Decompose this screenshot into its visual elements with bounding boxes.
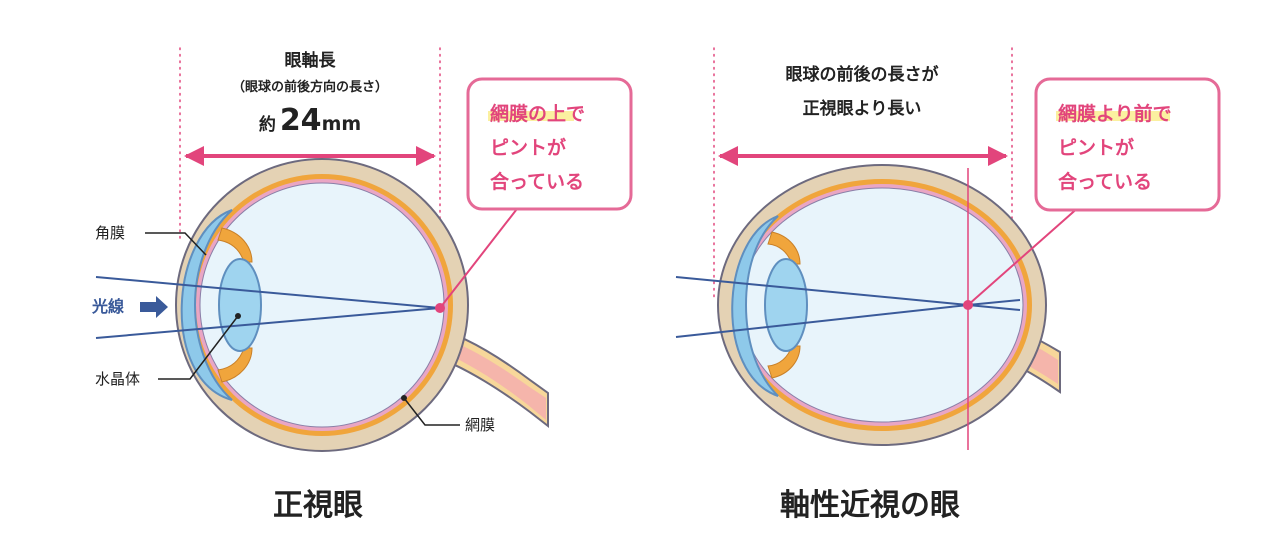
axial-unit: mm: [322, 113, 362, 135]
retina-leader: [403, 397, 460, 426]
axial-myopia-eye-panel: 眼球の前後の長さが 正視眼より長い 網膜より前で ピントが 合っている 軸性近視…: [675, 47, 1221, 523]
cornea-leader: [145, 232, 207, 256]
left-ray-top: [95, 276, 441, 309]
axial-number: 24: [280, 103, 322, 138]
right-title-line2: 正視眼より長い: [803, 98, 922, 119]
right-callout-line3: 合っている: [1058, 170, 1152, 193]
left-cornea: [180, 209, 233, 401]
right-callout-pointer: [967, 205, 1081, 306]
left-callout-line1: 網膜の上で: [490, 102, 585, 125]
label-cornea: 角膜: [95, 224, 125, 242]
left-callout-pointer: [439, 204, 521, 309]
right-lens: [764, 258, 808, 352]
right-callout-highlight: [1056, 111, 1170, 121]
left-ray-bottom: [95, 307, 441, 339]
right-eyeball: [675, 164, 1061, 450]
right-title-line1: 眼球の前後の長さが: [786, 64, 939, 85]
label-lens: 水晶体: [95, 370, 140, 388]
left-callout-line3: 合っている: [490, 170, 584, 193]
lens-leader: [158, 315, 239, 380]
left-callout-line2: ピントが: [490, 136, 566, 159]
axial-prefix: 約: [259, 114, 276, 135]
right-cornea: [731, 215, 779, 397]
label-light: 光線: [91, 297, 124, 316]
right-callout-line1: 網膜より前で: [1058, 102, 1172, 125]
right-callout-line2: ピントが: [1058, 136, 1134, 159]
right-caption: 軸性近視の眼: [780, 488, 960, 523]
light-arrow-icon: [140, 296, 168, 318]
left-eyeball: [95, 158, 549, 452]
left-lens: [218, 258, 262, 352]
axial-length-subtitle: （眼球の前後方向の長さ）: [232, 79, 388, 95]
left-caption: 正視眼: [273, 488, 363, 523]
label-retina: 網膜: [465, 416, 495, 434]
left-callout-highlight: [488, 111, 574, 121]
axial-length-title: 眼軸長: [285, 50, 337, 71]
